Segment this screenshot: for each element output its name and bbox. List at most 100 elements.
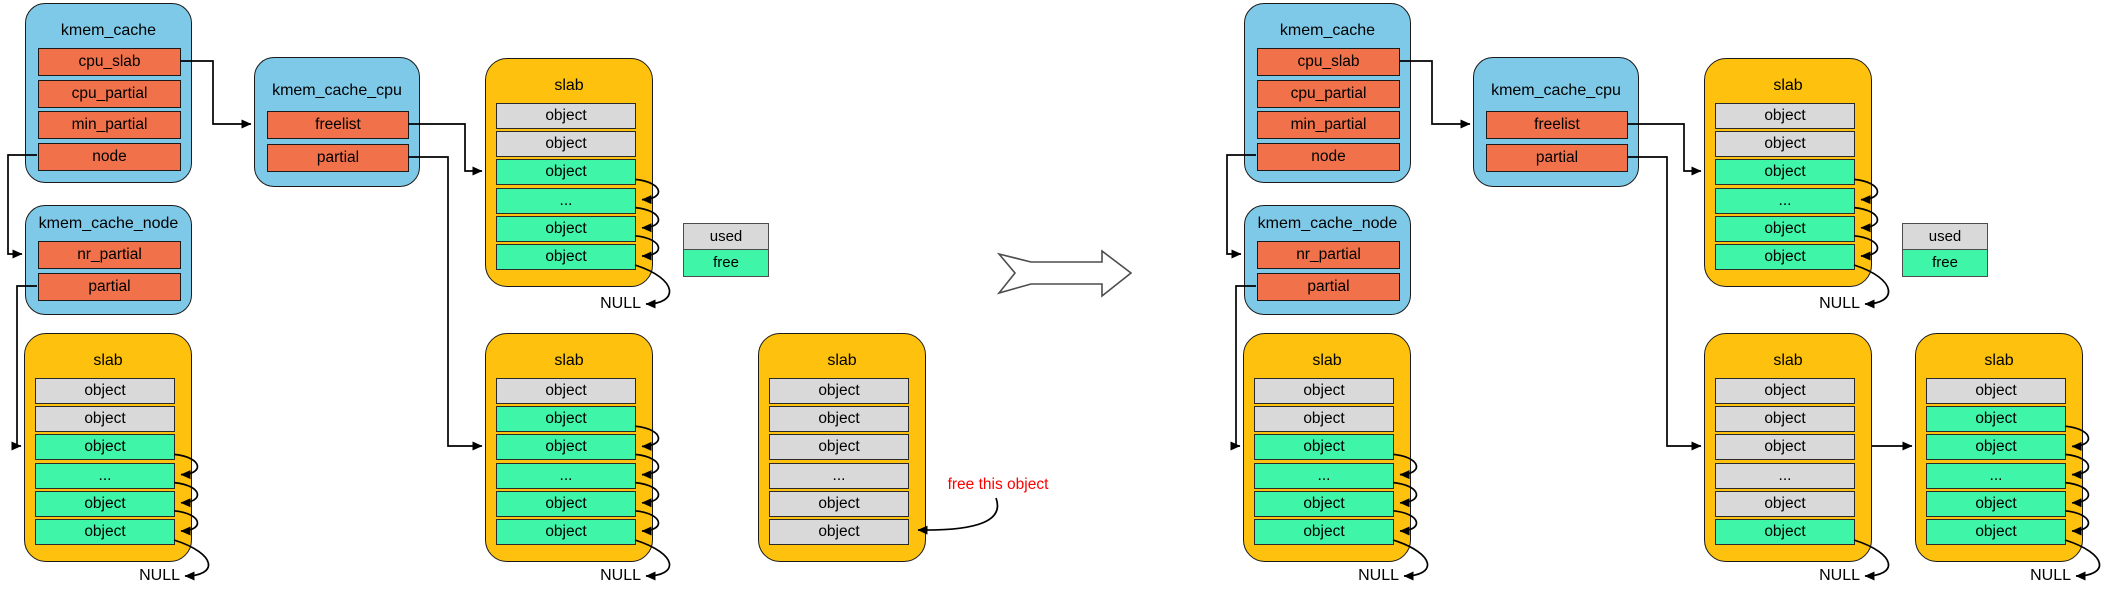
slab-title: slab — [1984, 352, 2014, 369]
struct-kmem-cache-before: kmem_cache cpu_slab cpu_partial min_partial… — [25, 3, 192, 183]
slab-row-used: object — [769, 378, 909, 404]
slab-row-used: object — [35, 406, 175, 433]
slab-row-free: object — [1926, 519, 2066, 545]
slab-title: slab — [93, 352, 123, 369]
field-freelist: freelist — [267, 111, 409, 139]
legend-row-free: free — [1903, 250, 1987, 276]
slab-row-used: object — [1715, 103, 1855, 129]
slab-row-free: object — [1715, 215, 1855, 242]
slab-title: slab — [1312, 352, 1342, 369]
field-partial: partial — [267, 144, 409, 172]
slab-row-used: object — [35, 378, 175, 404]
slab-row-free: object — [1254, 490, 1394, 517]
slab-row-used: object — [1254, 378, 1394, 404]
slab-row-free: object — [1715, 159, 1855, 186]
slab-row-used: object — [1715, 406, 1855, 433]
field-cpu-partial: cpu_partial — [38, 79, 181, 108]
slab-row-free: object — [1254, 519, 1394, 545]
slab-row-free: ... — [1926, 462, 2066, 489]
slab-row-free: ... — [1715, 187, 1855, 214]
slab-row-used: object — [496, 378, 636, 404]
annotation-free-this-object: free this object — [947, 476, 1049, 493]
slab-row-used: object — [1926, 378, 2066, 404]
slab-row-free: object — [35, 490, 175, 517]
null-label: NULL — [1358, 567, 1399, 584]
field-nr-partial: nr_partial — [38, 241, 181, 269]
slab-row-used: object — [496, 131, 636, 158]
legend-row-used: used — [1903, 224, 1987, 250]
slab-row-free: object — [496, 159, 636, 186]
struct-kmem-cache-cpu-before: kmem_cache_cpu freelist partial — [254, 57, 420, 187]
slab-row-used: object — [769, 519, 909, 545]
slab-row-used: object — [1715, 131, 1855, 158]
slab-row-used: object — [1715, 490, 1855, 517]
slab-title: slab — [554, 352, 584, 369]
slab-row-free: ... — [35, 462, 175, 489]
field-cpu-partial: cpu_partial — [1257, 79, 1400, 108]
legend-row-used: used — [684, 224, 768, 250]
slab-row-free: object — [1926, 490, 2066, 517]
slab-row-free: object — [1926, 406, 2066, 433]
field-node: node — [1257, 142, 1400, 171]
slab-row-used: object — [769, 434, 909, 461]
slab-row-free: object — [1926, 434, 2066, 461]
null-label: NULL — [2030, 567, 2071, 584]
field-cpu-slab: cpu_slab — [1257, 48, 1400, 76]
field-partial: partial — [1486, 144, 1628, 172]
null-label: NULL — [600, 567, 641, 584]
slab-row-used: object — [1715, 378, 1855, 404]
slab-row-free: object — [1715, 244, 1855, 270]
slab-title: slab — [1773, 77, 1803, 94]
field-nr-partial: nr_partial — [1257, 241, 1400, 269]
field-partial: partial — [38, 273, 181, 301]
struct-title-kmem-cache: kmem_cache — [60, 22, 157, 39]
field-freelist: freelist — [1486, 111, 1628, 139]
slab-row-free: ... — [1254, 462, 1394, 489]
slab-row-free: ... — [496, 187, 636, 214]
field-min-partial: min_partial — [38, 111, 181, 139]
struct-title-kmem-cache-node: kmem_cache_node — [38, 215, 179, 232]
struct-kmem-cache-cpu-after: kmem_cache_cpu freelist partial — [1473, 57, 1639, 187]
null-label: NULL — [1819, 295, 1860, 312]
slab-row-free: ... — [496, 462, 636, 489]
null-label: NULL — [139, 567, 180, 584]
slab-row-used: object — [1254, 406, 1394, 433]
struct-title-kmem-cache-cpu: kmem_cache_cpu — [272, 82, 402, 99]
null-label: NULL — [600, 295, 641, 312]
field-partial: partial — [1257, 273, 1400, 301]
field-node: node — [38, 142, 181, 171]
null-label: NULL — [1819, 567, 1860, 584]
slab-row-free: object — [35, 434, 175, 461]
slab-row-free: object — [496, 406, 636, 433]
field-min-partial: min_partial — [1257, 111, 1400, 139]
struct-title-kmem-cache: kmem_cache — [1279, 22, 1376, 39]
slab-row-used: object — [1715, 434, 1855, 461]
slab-row-used: object — [769, 406, 909, 433]
slab-row-used: object — [496, 103, 636, 129]
legend-row-free: free — [684, 250, 768, 276]
slab-title: slab — [554, 77, 584, 94]
slab-row-free: object — [496, 244, 636, 270]
slab-title: slab — [827, 352, 857, 369]
struct-kmem-cache-after: kmem_cache cpu_slab cpu_partial min_partial… — [1244, 3, 1411, 183]
slab-row-free: object — [1254, 434, 1394, 461]
slab-row-free: object — [35, 519, 175, 545]
slab-row-free: object — [496, 215, 636, 242]
struct-title-kmem-cache-cpu: kmem_cache_cpu — [1491, 82, 1621, 99]
slab-row-used: ... — [769, 462, 909, 489]
field-cpu-slab: cpu_slab — [38, 48, 181, 76]
slab-title: slab — [1773, 352, 1803, 369]
